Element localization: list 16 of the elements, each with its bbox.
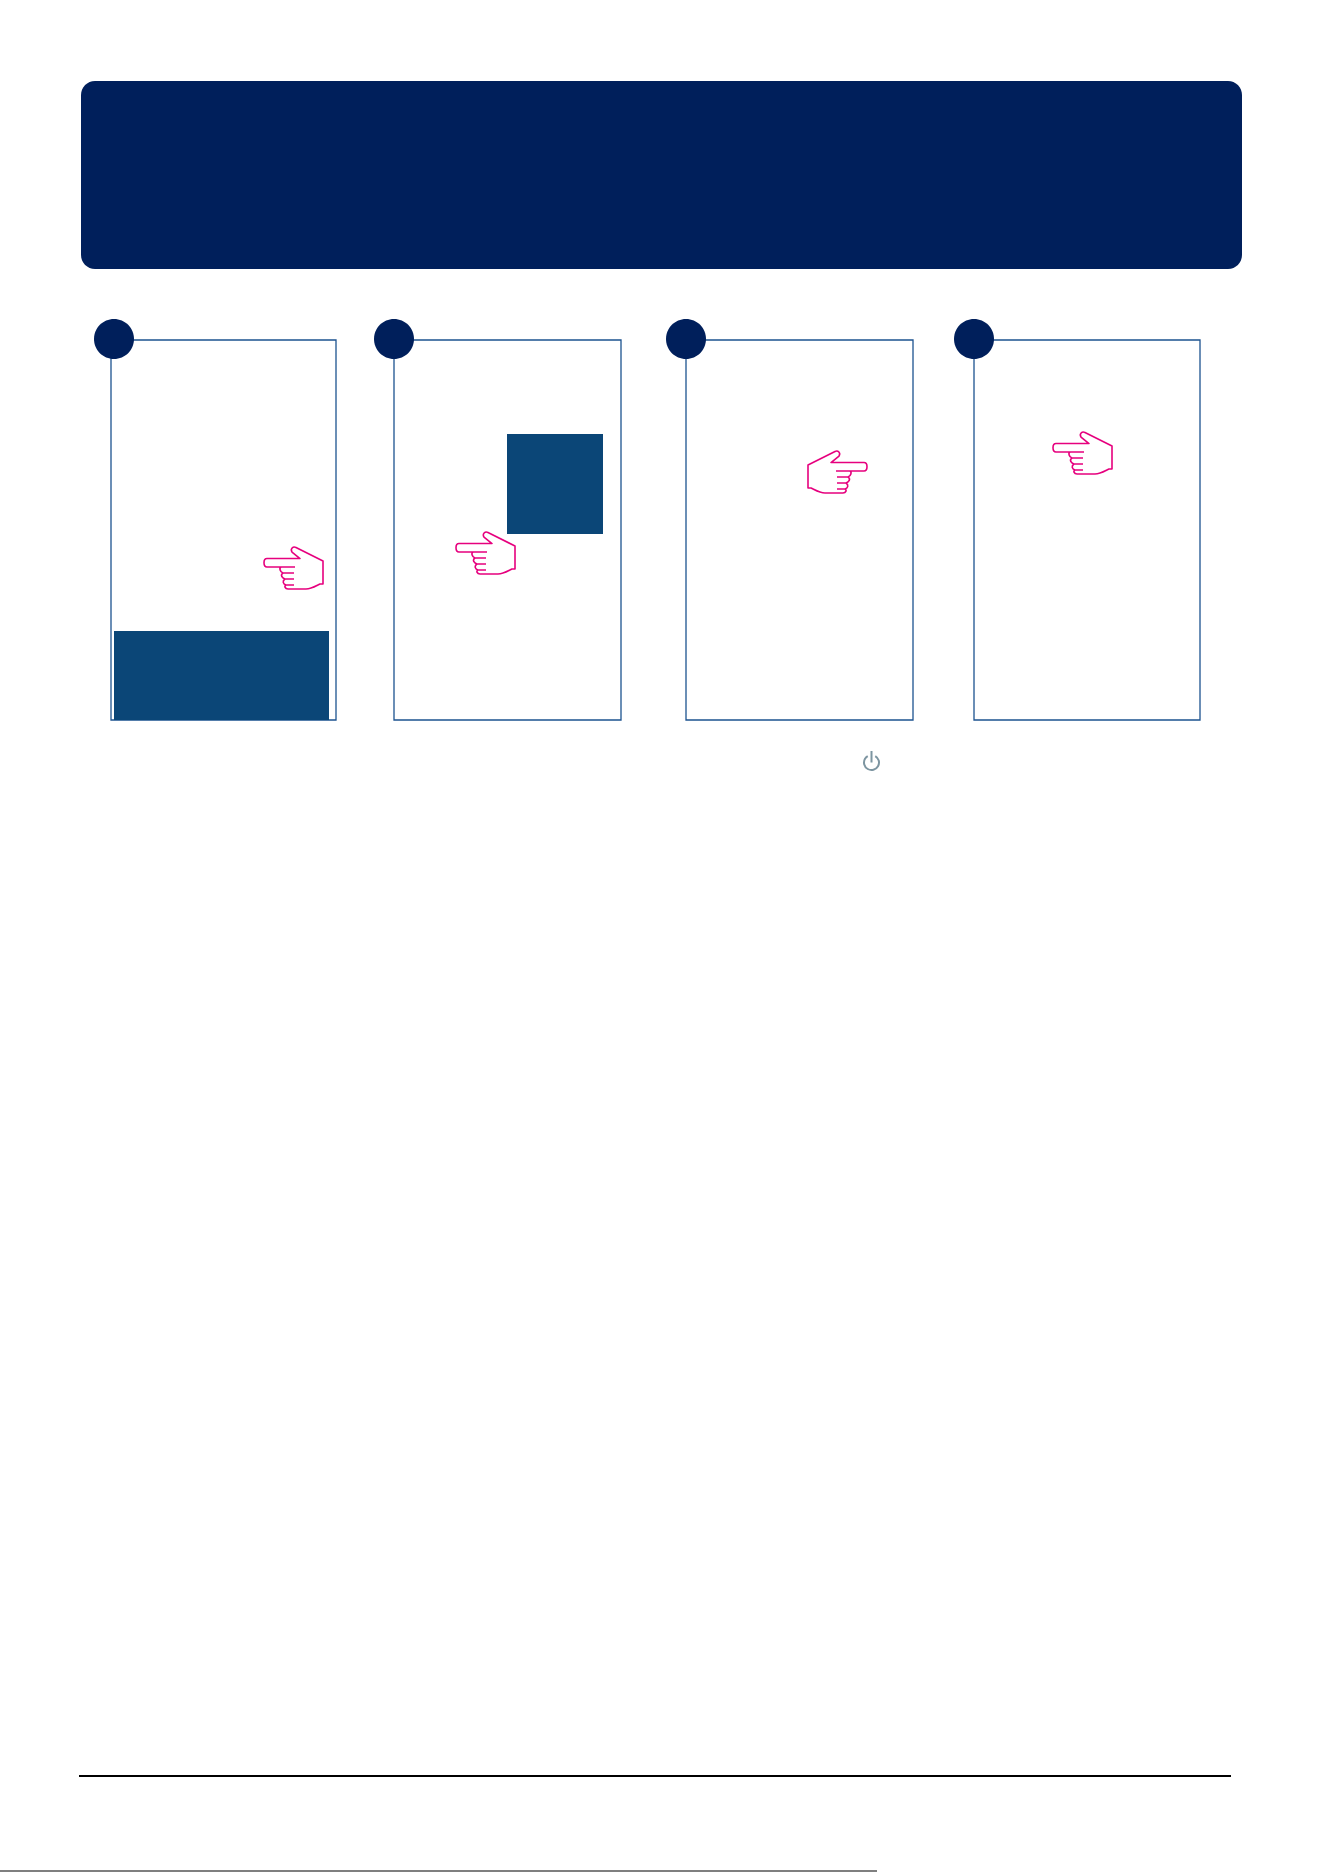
step-circle — [94, 319, 134, 359]
power-icon — [863, 750, 880, 771]
pointing-hand-icon — [455, 531, 516, 575]
pointing-hand-icon — [1052, 431, 1113, 475]
step-circle — [374, 319, 414, 359]
header-banner — [81, 81, 1242, 269]
step-panel — [110, 339, 337, 721]
step-panel — [393, 339, 622, 721]
highlight-block — [114, 631, 329, 720]
pointing-hand-icon — [263, 546, 324, 590]
step-panel — [685, 339, 914, 721]
pointing-hand-icon — [807, 450, 868, 494]
step-circle — [666, 319, 706, 359]
step-panel — [973, 339, 1201, 721]
highlight-block — [507, 434, 603, 534]
step-circle — [954, 319, 994, 359]
